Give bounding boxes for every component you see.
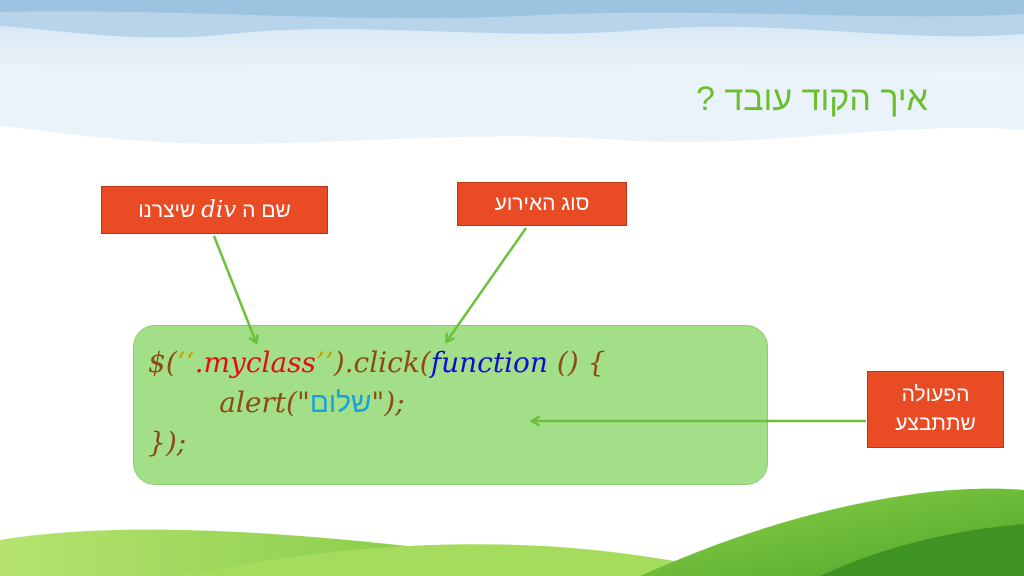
code-function-params: () { [547, 346, 606, 379]
code-quote-close: ’’ [315, 346, 334, 379]
code-jquery-open: $( [148, 346, 177, 379]
action-label-line1: הפעולה [901, 383, 970, 407]
code-line-3: }); [148, 426, 187, 459]
div-name-prefix: שם ה [242, 199, 291, 222]
code-alert-close: "); [371, 386, 405, 419]
action-label-line2: שתתבצע [895, 411, 976, 435]
div-name-label: שם ה div שיצרנו [101, 186, 328, 234]
action-label: הפעולה שתתבצע [867, 371, 1004, 448]
slide-title: איך הקוד עובד ? [696, 80, 928, 118]
code-line-2: alert("שלום"); [148, 383, 605, 423]
code-line-1: $(‘‘.myclass’’).click(function () { [148, 343, 605, 383]
code-function-keyword: function [430, 346, 548, 379]
div-word: div [201, 197, 237, 223]
code-click-call: ).click( [333, 346, 431, 379]
div-name-suffix: שיצרנו [138, 199, 196, 222]
code-quote-open: ‘‘ [176, 346, 195, 379]
code-alert-open: alert(" [219, 386, 310, 419]
code-block: $(‘‘.myclass’’).click(function () { aler… [148, 343, 605, 463]
code-alert-text: שלום [309, 387, 372, 418]
code-indent [148, 386, 219, 419]
code-class-selector: .myclass [194, 346, 316, 379]
event-type-label: סוג האירוע [457, 182, 627, 226]
